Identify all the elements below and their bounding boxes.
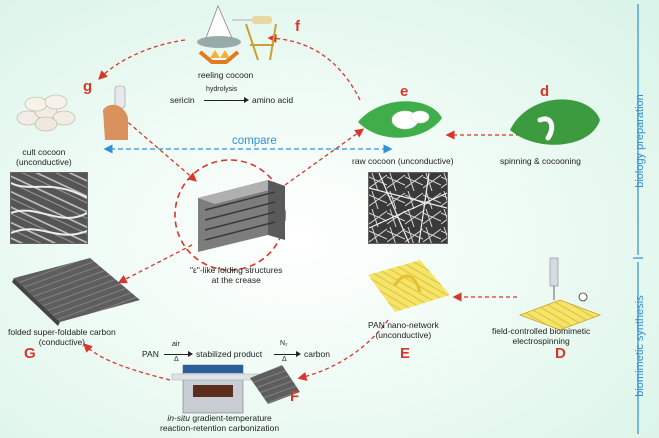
reaction-bottom-cond2-top: N₂ [280, 340, 288, 347]
reaction-bottom-cond2-bottom: Δ [282, 356, 287, 363]
cocoon-pile-illustration [16, 94, 76, 132]
arrow-crease-to-raw [284, 128, 365, 186]
reeling-apparatus-illustration [197, 4, 277, 64]
spinning-cocooning-label: spinning & cocooning [500, 156, 581, 166]
electrospinning-line1: field-controlled biomimetic [492, 326, 591, 336]
electrospinning-label: field-controlled biomimetic electrospinn… [492, 326, 591, 347]
reaction-bottom-cond1-bottom: Δ [174, 356, 179, 363]
step-letter-g: g [83, 78, 93, 95]
carbonization-italic: in-situ [167, 413, 190, 423]
step-letter-G: G [24, 345, 36, 362]
pan-nano-network-label: PAN nano-network (unconductive) [368, 320, 439, 341]
cult-cocoon-sem-image [10, 172, 88, 244]
arrow-f-to-g [98, 39, 186, 80]
carbon-mesh-illustration [250, 365, 300, 404]
spray-hand-illustration [103, 85, 128, 140]
folded-carbon-name: folded super-foldable carbon [8, 327, 116, 337]
pan-nano-network-name: PAN nano-network [368, 320, 439, 330]
folded-carbon-label: folded super-foldable carbon (conductive… [8, 327, 116, 348]
reeling-cocoon-label: reeling cocoon [198, 70, 254, 80]
arrow-crease-to-carbon [117, 244, 193, 284]
crease-structure-line2: at the crease [211, 274, 261, 285]
pan-nano-network-conductivity: (unconductive) [375, 329, 432, 340]
pan-nano-network-illustration [368, 260, 450, 312]
arrow-E-to-F [297, 319, 389, 381]
arrow-e-to-f [267, 33, 361, 101]
reaction-top-arrowhead-icon [244, 97, 249, 103]
cult-cocoon-label: cult cocoon (unconductive) [16, 147, 72, 168]
reaction-bottom-arrow2-icon [274, 354, 298, 355]
step-letter-D: D [555, 345, 566, 362]
raw-cocoon-label: raw cocoon (unconductive) [352, 156, 454, 166]
step-letter-E: E [400, 345, 411, 362]
reaction-top-condition: hydrolysis [206, 86, 238, 93]
reaction-bottom-arrowhead2-icon [296, 351, 301, 357]
electrospinning-line2: electrospinning [512, 335, 570, 346]
compare-label: compare [232, 135, 277, 147]
reaction-bottom-middle: stabilized product [196, 349, 263, 359]
folded-carbon-sheet-illustration [12, 258, 140, 326]
step-letter-F: F [290, 388, 300, 405]
reaction-bottom-arrow1-icon [164, 354, 190, 355]
reaction-bottom-end: carbon [304, 349, 330, 359]
electrospinning-setup-illustration [518, 257, 602, 331]
reaction-bottom-cond1-top: air [172, 341, 180, 348]
raw-cocoon-sem-image [368, 172, 448, 244]
carbonization-label: in-situ gradient-temperature reaction-re… [160, 413, 280, 434]
carbonization-line2: reaction-retention carbonization [160, 422, 280, 433]
reaction-top-arrow-icon [204, 100, 246, 101]
folding-structure-illustration [198, 180, 285, 252]
side-label-biology-preparation: biology preparation [634, 94, 646, 188]
carbonization-rest: gradient-temperature [190, 413, 272, 423]
reaction-bottom-start: PAN [142, 349, 159, 359]
silkworm-on-leaf-illustration [510, 99, 600, 145]
crease-structure-label: "ε"-like folding structures at the creas… [190, 265, 283, 286]
raw-cocoon-on-leaf-illustration [358, 101, 442, 138]
folded-carbon-conductivity: (conductive) [38, 336, 86, 347]
arrow-F-to-G [83, 343, 171, 381]
arrow-spray-to-crease [122, 117, 197, 182]
cult-cocoon-conductivity: (unconductive) [16, 156, 72, 167]
reaction-top-reactant: sericin [170, 95, 195, 105]
cult-cocoon-name: cult cocoon [22, 147, 66, 157]
step-letter-f: f [295, 18, 300, 35]
side-label-biomimetic-synthesis: biomimetic synthesis [634, 295, 646, 397]
step-letter-e: e [400, 83, 409, 100]
carbonization-line1: in-situ gradient-temperature [160, 413, 279, 424]
reaction-bottom-arrowhead1-icon [188, 351, 193, 357]
step-letter-d: d [540, 83, 550, 100]
crease-structure-line1: "ε"-like folding structures [190, 265, 283, 275]
reaction-top-product: amino acid [252, 95, 294, 105]
tube-furnace-illustration [171, 364, 263, 414]
